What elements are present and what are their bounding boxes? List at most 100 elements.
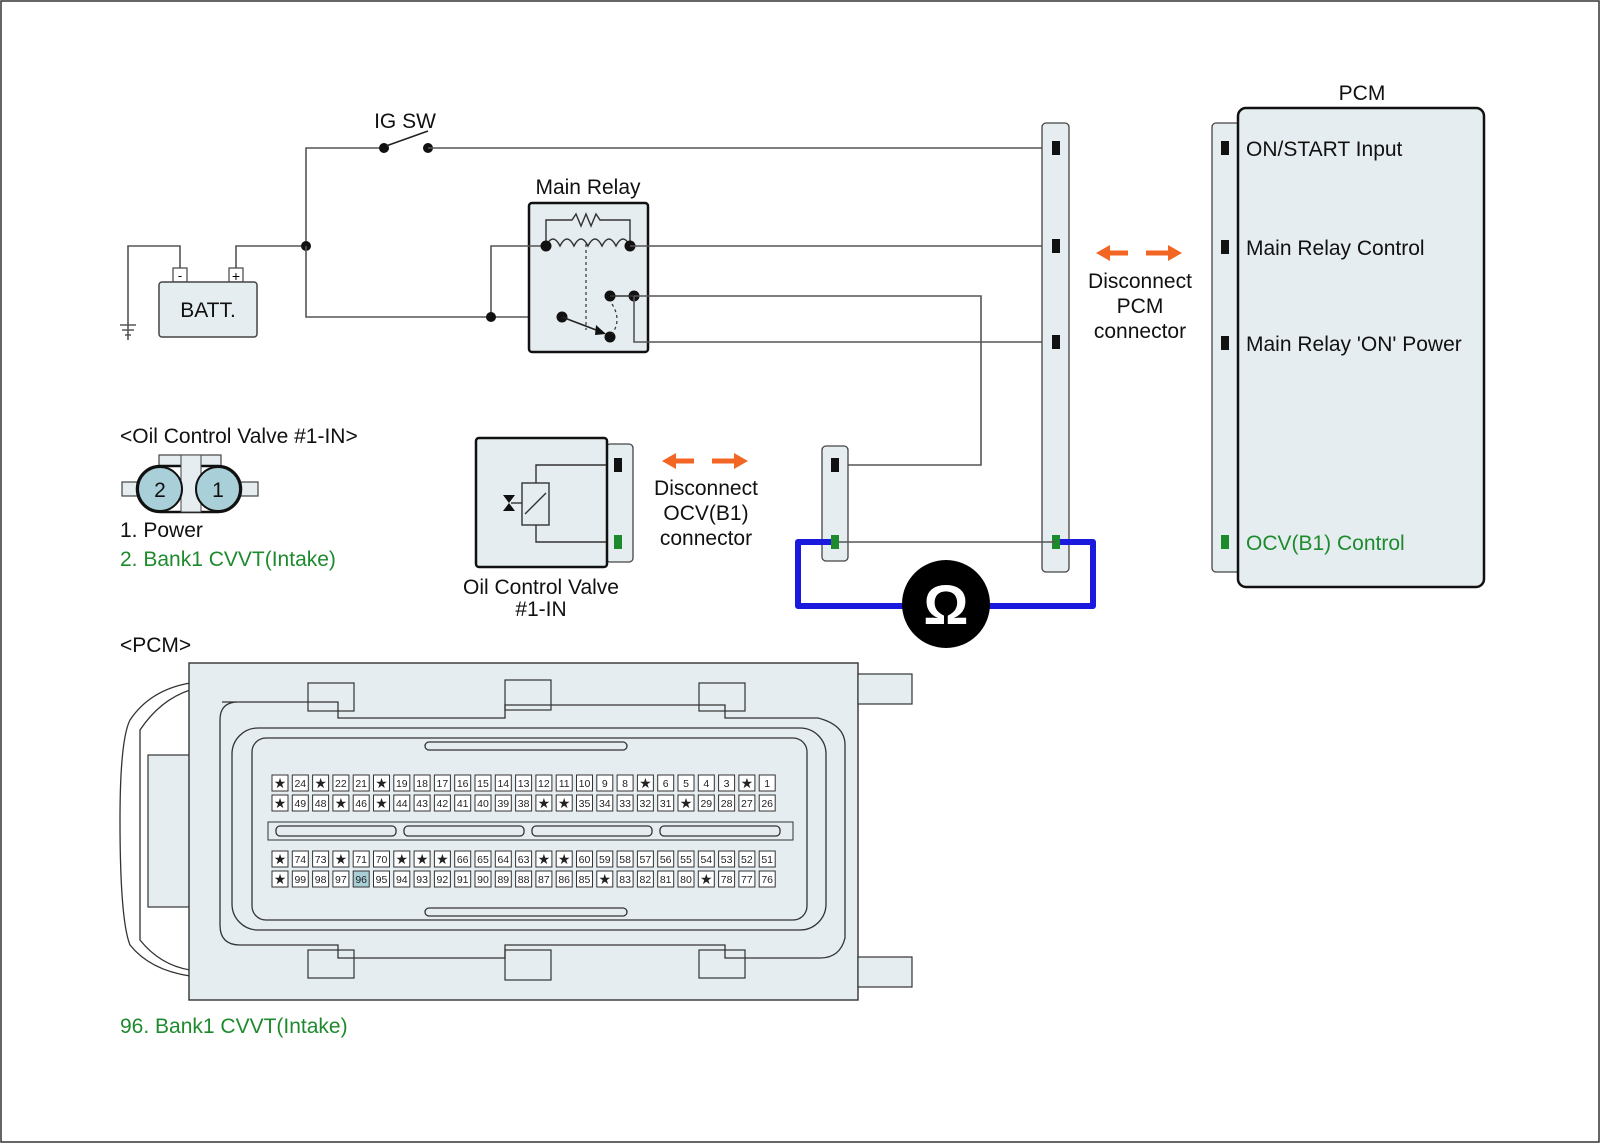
- pin-number: 24: [294, 778, 306, 790]
- pin-95: [373, 870, 390, 888]
- arrow-left-icon: [662, 453, 676, 469]
- pin-number: 82: [640, 874, 652, 886]
- main-relay: Main Relay: [486, 176, 650, 354]
- pin-64: [494, 850, 512, 868]
- pin-number: 1: [764, 778, 770, 790]
- pin-60: [576, 850, 593, 868]
- main-relay-label: Main Relay: [535, 176, 641, 199]
- pin-number: 53: [721, 854, 733, 866]
- pin-92: [433, 870, 451, 888]
- pin-number: 76: [761, 874, 773, 886]
- pin-number: 73: [315, 854, 327, 866]
- ocv-pin-1-label: 1: [212, 479, 224, 502]
- pin-48: [312, 794, 330, 812]
- connector-latch: [307, 682, 355, 712]
- pin-number: 11: [559, 778, 570, 790]
- pin-star-icon: ★: [680, 795, 693, 811]
- pin-46: [352, 794, 370, 812]
- pin-4: [697, 774, 715, 792]
- ocv-power-wire: [634, 295, 982, 466]
- pin-number: 99: [294, 874, 306, 886]
- pin-star-icon: ★: [436, 851, 449, 867]
- pcm-pin-label: ON/START Input: [1246, 138, 1403, 161]
- relay-switch-travel: [611, 303, 618, 335]
- ocv-internal-wire: [535, 525, 606, 543]
- pin-number: 65: [477, 854, 489, 866]
- solenoid-diagonal: [524, 492, 547, 515]
- pin-52: [738, 850, 756, 868]
- pcm-pin-marker: [1221, 240, 1229, 254]
- pcm-title: PCM: [1339, 82, 1386, 105]
- pin-star-icon: ★: [314, 775, 327, 791]
- pin-number: 87: [538, 874, 550, 886]
- pin-6: [657, 774, 675, 792]
- divider-slot: [403, 825, 525, 837]
- arrow-left-icon: [1096, 245, 1110, 261]
- pin-star-icon: ★: [558, 795, 571, 811]
- pin-15: [474, 774, 492, 792]
- ocv-disconnect-line1: Disconnect: [654, 477, 758, 500]
- pin-number: 81: [660, 874, 672, 886]
- pin-number: 66: [457, 854, 469, 866]
- ocv-harness-connector: [821, 445, 849, 562]
- connector-lever: [139, 689, 191, 971]
- pin-number: 90: [477, 874, 489, 886]
- pin-star-icon: ★: [538, 851, 551, 867]
- pcm-pin-marker: [1221, 141, 1229, 155]
- pin-unused: [555, 850, 573, 868]
- connector-tab: [857, 673, 913, 705]
- pin-78: [718, 870, 736, 888]
- pin-number: 29: [700, 798, 712, 810]
- switch-contact: [379, 143, 389, 153]
- pin-number: 15: [477, 778, 489, 790]
- pin-star-icon: ★: [274, 795, 287, 811]
- pin-13: [515, 774, 533, 792]
- pin-star-icon: ★: [558, 851, 571, 867]
- pin-56: [657, 850, 675, 868]
- pin-number: 44: [396, 798, 408, 810]
- pin-number: 83: [619, 874, 631, 886]
- disconnect-pcm-arrows: [1096, 245, 1182, 261]
- pin-unused: [738, 774, 756, 792]
- pin-star-icon: ★: [335, 851, 348, 867]
- pin-28: [718, 794, 736, 812]
- pin-number: 96: [355, 874, 367, 886]
- pin-star-icon: ★: [700, 871, 713, 887]
- pin-33: [616, 794, 634, 812]
- relay-coil-terminal: [540, 240, 552, 252]
- pin-63: [515, 850, 533, 868]
- pin-55: [677, 850, 695, 868]
- battery-pos-label: +: [232, 268, 240, 284]
- pcm-pin-marker: [1221, 535, 1229, 549]
- pin-number: 56: [660, 854, 672, 866]
- ocv-disconnect-line3: connector: [660, 527, 752, 550]
- pin-number: 52: [741, 854, 753, 866]
- divider-slot: [531, 825, 653, 837]
- pin-89: [494, 870, 512, 888]
- pin-17: [433, 774, 451, 792]
- pin-number: 13: [518, 778, 530, 790]
- pin-number: 77: [741, 874, 753, 886]
- pin-53: [718, 850, 736, 868]
- pin-14: [494, 774, 512, 792]
- pin-81: [657, 870, 675, 888]
- pin-unused: [636, 774, 654, 792]
- pin-star-icon: ★: [538, 795, 551, 811]
- pin-number: 54: [700, 854, 712, 866]
- pin-star-icon: ★: [741, 775, 754, 791]
- pin-71: [352, 850, 370, 868]
- pin-number: 74: [294, 854, 306, 866]
- pin-number: 95: [376, 874, 388, 886]
- pin-number: 85: [579, 874, 591, 886]
- pin-number: 9: [602, 778, 608, 790]
- pin-number: 93: [416, 874, 428, 886]
- arrow-left-shaft: [674, 458, 694, 464]
- pin-number: 4: [703, 778, 709, 790]
- pin-number: 43: [416, 798, 428, 810]
- ocv-component-label-line2: #1-IN: [515, 598, 566, 621]
- ig-feed-wire: [305, 147, 384, 246]
- pin-34: [596, 794, 614, 812]
- pin-unused: [555, 794, 573, 812]
